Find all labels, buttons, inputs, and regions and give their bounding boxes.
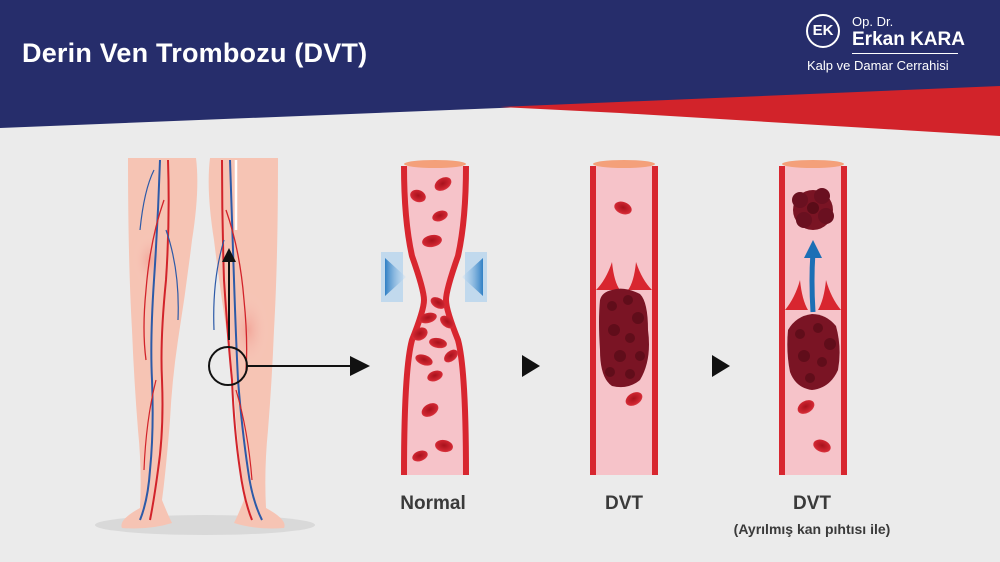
caption-dvt-embolus-sub: (Ayrılmış kan pıhtısı ile) — [692, 521, 932, 537]
caption-dvt: DVT — [564, 493, 684, 515]
vessel-dvt-embolus — [782, 160, 844, 475]
zoom-pointer-arrowhead — [350, 356, 370, 376]
caption-dvt-embolus: DVT — [752, 493, 872, 515]
step-arrow-2 — [712, 355, 730, 377]
caption-normal: Normal — [373, 493, 493, 515]
step-arrow-1 — [522, 355, 540, 377]
detached-clot — [792, 188, 834, 230]
embolus-flow-arrow — [812, 252, 813, 312]
legs-illustration — [95, 158, 370, 535]
vessel-dvt — [593, 160, 655, 475]
vessel-normal — [381, 160, 487, 475]
